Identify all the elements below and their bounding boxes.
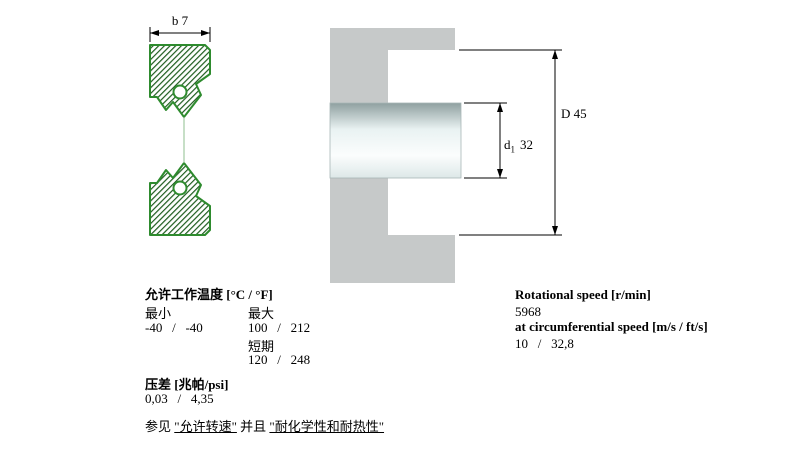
bore-diameter-label: D 45	[561, 106, 587, 121]
rotational-speed-heading: Rotational speed [r/min]	[515, 287, 651, 302]
mounting-drawing	[329, 28, 462, 283]
garter-spring-bottom	[172, 180, 188, 196]
temperature-short-term-value: 120 / 248	[248, 352, 311, 367]
permissible-speed-link[interactable]: "允许转速"	[174, 419, 237, 434]
temperature-max-value: 100 / 212	[248, 320, 311, 335]
dimension-D	[459, 49, 562, 236]
seal-upper-half	[149, 44, 211, 118]
rotational-speed-value: 5968	[515, 304, 541, 319]
dimension-d1	[464, 102, 507, 179]
shaft-diameter-symbol: d	[504, 137, 511, 152]
footnote: 参见 "允许转速" 并且 "耐化学性和耐热性"	[145, 416, 384, 435]
circumferential-speed-value: 10 / 32,8	[515, 336, 574, 351]
footnote-and-text: 并且	[236, 419, 270, 434]
seal-width-label: b 7	[171, 13, 189, 28]
shaft-diameter-value: 32	[520, 137, 533, 152]
temperature-max-label: 最大	[248, 306, 275, 321]
shaft-diameter-label: d1 32	[504, 137, 533, 155]
temperature-min-value: -40 / -40	[145, 320, 203, 335]
pressure-value: 0,03 / 4,35	[145, 391, 214, 406]
garter-spring-top	[172, 84, 188, 100]
footnote-see-text: 参见	[145, 419, 175, 434]
shaft-diameter-subscript: 1	[510, 144, 516, 155]
seal-cross-section	[149, 44, 211, 236]
circumferential-speed-heading: at circumferential speed [m/s / ft/s]	[515, 319, 708, 334]
seal-lower-half	[149, 162, 211, 236]
shaft	[329, 102, 462, 179]
temperature-min-label: 最小	[145, 306, 172, 321]
dimension-b	[149, 27, 211, 42]
pressure-heading: 压差 [兆帕/psi]	[145, 377, 229, 392]
chemical-heat-resistance-link[interactable]: "耐化学性和耐热性"	[269, 419, 385, 434]
temperature-heading: 允许工作温度 [°C / °F]	[145, 287, 273, 302]
temperature-short-term-label: 短期	[248, 339, 275, 354]
